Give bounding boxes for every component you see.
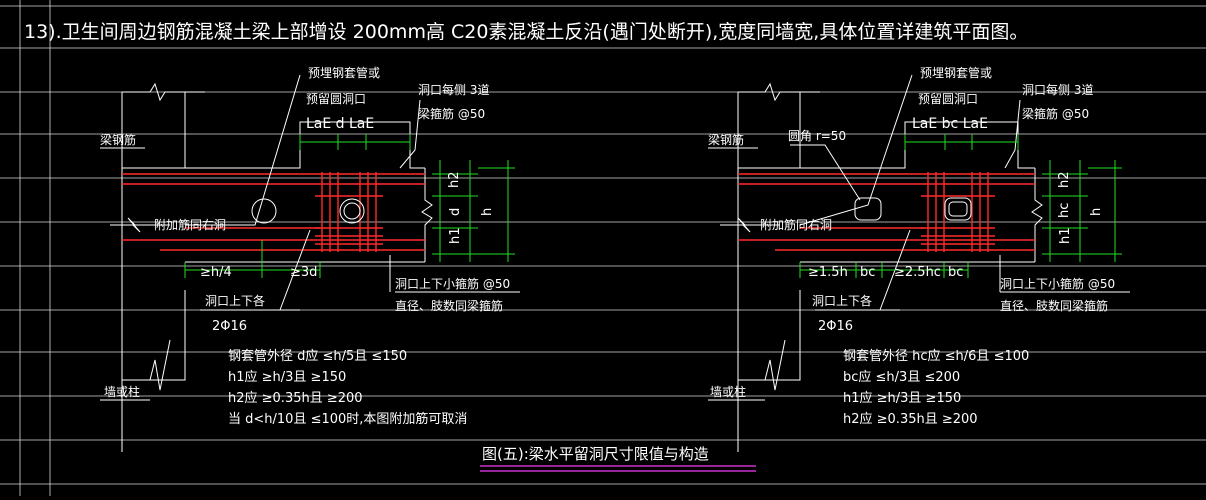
- right-label-beam-bar: 梁钢筋: [708, 132, 744, 147]
- left-dim-h: h: [480, 208, 495, 216]
- right-rule-3: h1应 ≥h/3且 ≥150: [843, 390, 961, 406]
- right-label-wall: 墙或柱: [710, 384, 746, 399]
- left-label-small-stirrup: 洞口上下小箍筋 @50: [395, 276, 510, 291]
- left-dim-h1: h1: [448, 227, 463, 244]
- left-rule-1: 钢套管外径 d应 ≤h/5且 ≤150: [228, 348, 407, 364]
- left-label-2phi16: 2Φ16: [212, 319, 247, 334]
- left-rule-4: 当 d<h/10且 ≤100时,本图附加筋可取消: [228, 411, 467, 427]
- right-dim-bc2: bc: [948, 265, 963, 280]
- left-dim-h4: ≥h/4: [200, 265, 232, 280]
- right-rule-2: bc应 ≤h/3且 ≤200: [843, 369, 960, 385]
- right-label-hole-side: 洞口每侧 3道: [1022, 82, 1093, 97]
- right-label-round: 圆角 r=50: [788, 129, 846, 143]
- right-label-reserve: 预留圆洞口: [918, 92, 978, 106]
- left-dim-d: d: [448, 208, 463, 216]
- left-stirrups: [315, 172, 383, 252]
- right-dim-bc1: bc: [860, 265, 875, 280]
- right-dim-15h: ≥1.5h: [808, 265, 848, 280]
- left-label-add-bar: 附加筋同右洞: [154, 217, 226, 232]
- right-dim-h: h: [1089, 208, 1104, 216]
- right-label-2phi16: 2Φ16: [818, 319, 853, 334]
- right-label-stirrup50: 梁箍筋 @50: [1022, 106, 1089, 121]
- right-label-same-dia: 直径、肢数同梁箍筋: [1000, 298, 1108, 313]
- left-dim-top: LaE d LaE: [306, 116, 374, 132]
- left-rule-3: h2应 ≥0.35h且 ≥200: [228, 390, 363, 406]
- right-label-small-stirrup: 洞口上下小箍筋 @50: [1000, 276, 1115, 291]
- left-label-beam-bar: 梁钢筋: [100, 132, 136, 147]
- right-dim-h1: h1: [1058, 227, 1073, 244]
- right-label-above-below: 洞口上下各: [812, 293, 872, 308]
- right-dim-top: LaE bc LaE: [912, 116, 988, 132]
- right-detail: 预埋钢套管或 预留圆洞口 洞口每侧 3道 梁箍筋 @50 LaE bc LaE …: [708, 65, 1130, 452]
- left-label-stirrup50: 梁箍筋 @50: [418, 106, 485, 121]
- left-label-embed: 预埋钢套管或: [308, 65, 380, 80]
- right-label-embed: 预埋钢套管或: [920, 65, 992, 80]
- right-label-add-bar: 附加筋同右洞: [760, 217, 832, 232]
- right-dim-hc: hc: [1057, 203, 1072, 218]
- right-dim-h2: h2: [1057, 171, 1072, 188]
- left-dim-3d: ≥3d: [290, 265, 317, 280]
- right-rule-1: 钢套管外径 hc应 ≤h/6且 ≤100: [843, 348, 1029, 364]
- left-dim-h2: h2: [447, 171, 462, 188]
- figure-caption: 图(五):梁水平留洞尺寸限值与构造: [482, 445, 709, 463]
- left-label-same-dia: 直径、肢数同梁箍筋: [395, 298, 503, 313]
- right-stirrups: [921, 172, 995, 252]
- left-label-above-below: 洞口上下各: [205, 293, 265, 308]
- header-note: 13).卫生间周边钢筋混凝土梁上部增设 200mm高 C20素混凝土反沿(遇门处…: [24, 21, 1028, 43]
- left-detail: 预埋钢套管或 预留圆洞口 洞口每侧 3道 梁箍筋 @50 LaE d LaE 梁…: [100, 65, 520, 452]
- left-rule-2: h1应 ≥h/3且 ≥150: [228, 369, 346, 385]
- left-label-hole-side: 洞口每侧 3道: [418, 82, 489, 97]
- right-dim-25hc: ≥2.5hc: [894, 265, 941, 280]
- left-label-wall: 墙或柱: [104, 384, 140, 399]
- right-rule-4: h2应 ≥0.35h且 ≥200: [843, 411, 978, 427]
- left-label-reserve: 预留圆洞口: [306, 92, 366, 106]
